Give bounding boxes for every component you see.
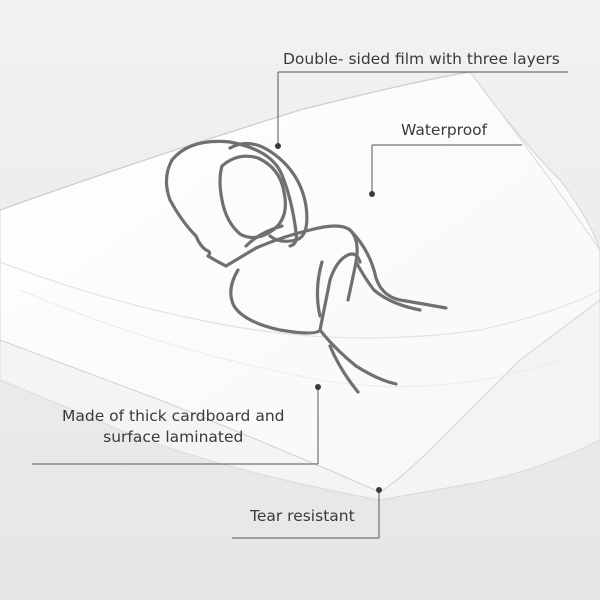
leader-lines bbox=[32, 71, 568, 539]
figure-sketch bbox=[164, 139, 448, 394]
callout-double-sided: Double- sided film with three layers bbox=[283, 50, 560, 68]
dot-tear bbox=[376, 487, 382, 493]
sheet-top-edge bbox=[0, 71, 471, 211]
dot-top bbox=[275, 143, 281, 149]
callout-tear-resistant: Tear resistant bbox=[250, 507, 355, 525]
leader-dots bbox=[275, 143, 382, 493]
callout-cardboard: Made of thick cardboard and surface lami… bbox=[62, 406, 284, 448]
dot-cardboard bbox=[315, 384, 321, 390]
sheet-right-edge bbox=[469, 71, 600, 251]
dot-waterproof bbox=[369, 191, 375, 197]
lamination-curve-2 bbox=[19, 289, 561, 388]
callout-cardboard-line2: surface laminated bbox=[103, 428, 244, 446]
lamination-curve bbox=[0, 261, 600, 339]
callout-waterproof: Waterproof bbox=[401, 121, 488, 139]
callout-cardboard-line1: Made of thick cardboard and bbox=[62, 407, 285, 425]
